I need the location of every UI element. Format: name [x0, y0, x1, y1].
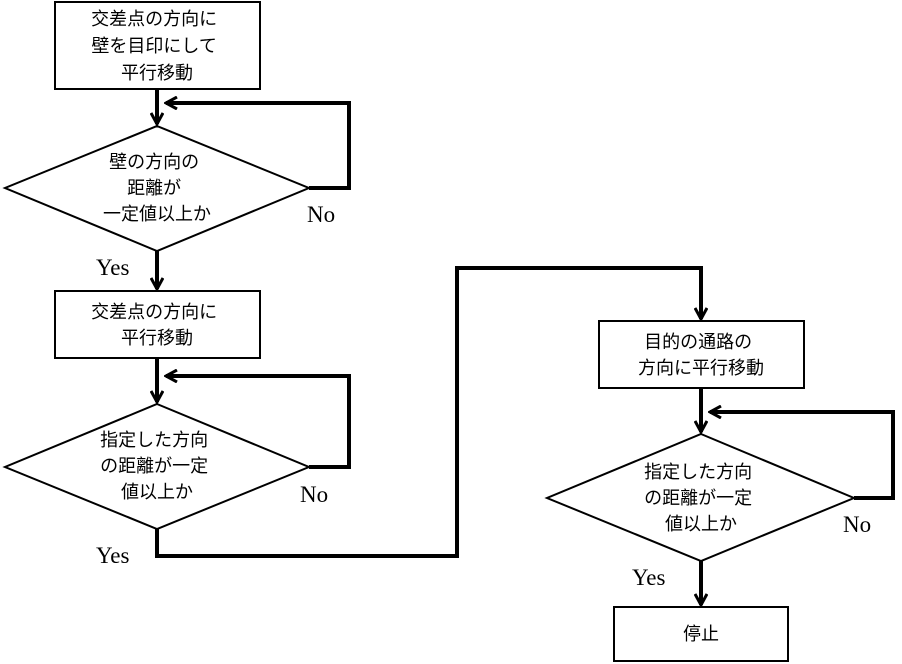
d3-yes-label: Yes — [632, 565, 666, 590]
d3-line-2: の距離が一定 — [644, 488, 752, 509]
loop-d2-no — [166, 376, 351, 469]
d1-line-1: 壁の方向の — [109, 152, 199, 173]
d1-line-2: 距離が — [127, 178, 181, 199]
n4-text: 停止 — [683, 624, 719, 645]
d3-text: 指定した方向 の距離が一定 値以上か — [644, 462, 758, 535]
d1-text: 壁の方向の 距離が 一定値以上か — [103, 152, 211, 225]
d2-text: 指定した方向 の距離が一定 値以上か — [100, 430, 214, 503]
d2-line-2: の距離が一定 — [100, 456, 208, 477]
n3-text: 目的の通路の 方向に平行移動 — [638, 332, 764, 379]
n2-text: 交差点の方向に 平行移動 — [91, 302, 223, 349]
process-box-move-along-wall — [54, 1, 261, 90]
process-box-move-to-intersection — [54, 290, 261, 359]
d3-no-label: No — [843, 512, 871, 537]
d1-yes-label: Yes — [96, 255, 130, 280]
d2-yes-label: Yes — [96, 543, 130, 568]
d1-no-label: No — [307, 202, 335, 227]
n1-line-3: 平行移動 — [121, 63, 193, 84]
d2-no-label: No — [300, 482, 328, 507]
n3-line-1: 目的の通路の — [644, 332, 752, 353]
d1-line-3: 一定値以上か — [103, 204, 211, 225]
process-box-move-to-target-passage — [598, 320, 805, 389]
d2-line-3: 値以上か — [121, 482, 193, 503]
d3-line-1: 指定した方向 — [644, 462, 752, 483]
loop-d3-no — [710, 412, 895, 500]
n2-line-2: 平行移動 — [121, 328, 193, 349]
d3-line-3: 値以上か — [665, 514, 737, 535]
n2-line-1: 交差点の方向に — [91, 302, 217, 323]
arrow-d2-yes-to-n3 — [155, 266, 701, 558]
n1-line-2: 壁を目印にして — [91, 36, 216, 57]
n4-line-1: 停止 — [683, 624, 719, 645]
n1-text: 交差点の方向に 壁を目印にして 平行移動 — [91, 9, 223, 84]
d2-line-1: 指定した方向 — [100, 430, 208, 451]
n1-line-1: 交差点の方向に — [91, 9, 217, 30]
n3-line-2: 方向に平行移動 — [638, 358, 764, 379]
process-box-stop — [613, 606, 789, 662]
loop-d1-no — [166, 103, 351, 190]
